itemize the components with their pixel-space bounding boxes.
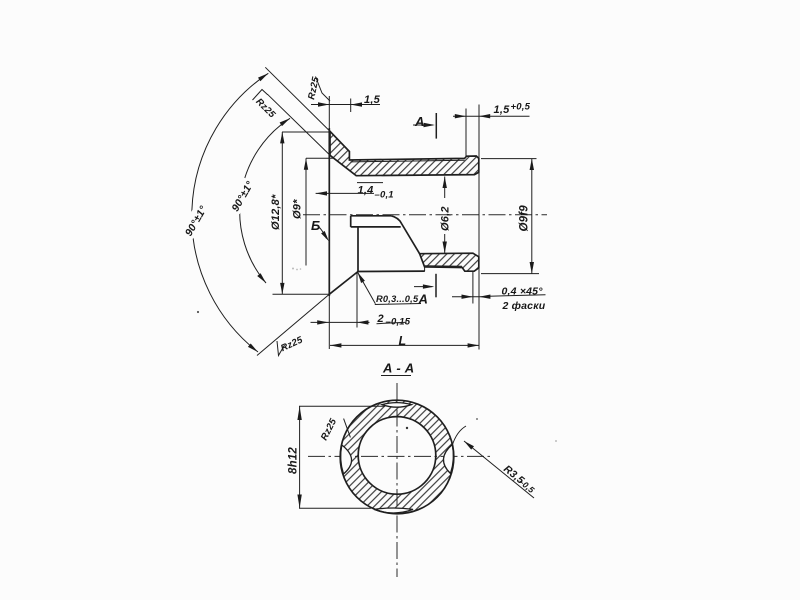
svg-text:–0,1: –0,1 — [375, 190, 394, 201]
svg-text:2 фаски: 2 фаски — [502, 300, 546, 312]
svg-text:А: А — [418, 292, 429, 307]
svg-text:1,4: 1,4 — [358, 185, 374, 197]
svg-text:Б: Б — [311, 218, 320, 233]
svg-text:А - А: А - А — [382, 361, 414, 376]
svg-text:Rz25: Rz25 — [306, 75, 322, 100]
svg-text:Ø9f9: Ø9f9 — [519, 205, 531, 232]
svg-text:0,4 ×45°: 0,4 ×45° — [502, 285, 544, 297]
svg-text:А: А — [414, 114, 425, 129]
svg-text:2: 2 — [377, 313, 384, 325]
svg-text:L: L — [399, 334, 407, 348]
svg-text:1,5: 1,5 — [494, 104, 511, 116]
svg-text:8h12: 8h12 — [288, 447, 300, 474]
svg-text:1,5: 1,5 — [364, 94, 381, 106]
svg-text:–0,15: –0,15 — [386, 316, 411, 327]
svg-text:Ø9*: Ø9* — [292, 199, 304, 219]
svg-text:Ø6,2: Ø6,2 — [439, 206, 451, 231]
svg-text:Ø12,8*: Ø12,8* — [270, 194, 282, 230]
svg-text:+0,5: +0,5 — [511, 102, 531, 113]
svg-text:R0,3...0,5: R0,3...0,5 — [376, 294, 419, 304]
